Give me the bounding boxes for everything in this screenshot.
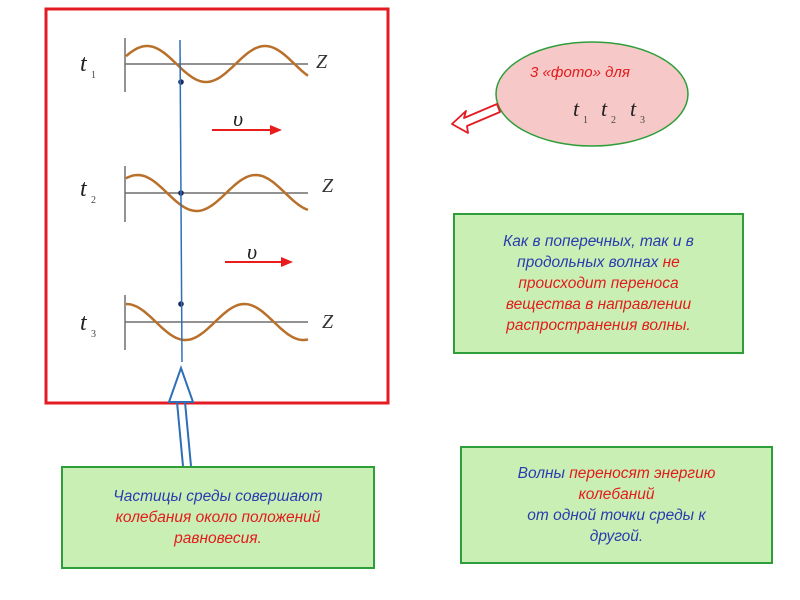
info-box-particles: Частицы среды совершают колебания около … xyxy=(61,466,375,569)
particles-line-2: колебания около положений xyxy=(115,509,321,526)
time-sub-t2: 2 xyxy=(91,195,96,206)
matter-line-2b: не xyxy=(662,254,680,271)
pointer-shaft-right xyxy=(184,401,192,467)
velocity-symbol-2: υ xyxy=(247,239,257,264)
axis-label-z-3: Z xyxy=(322,311,334,333)
equilibrium-vertical-line xyxy=(179,39,183,363)
pointer-shaft-left xyxy=(176,401,184,467)
photo-time-t3: t xyxy=(630,96,637,121)
axis-label-z-2: Z xyxy=(322,175,334,197)
energy-line-2: колебаний xyxy=(578,486,655,503)
velocity-arrow-2: υ xyxy=(225,239,293,267)
photo-time-sub-3: 3 xyxy=(640,115,645,126)
photo-time-t1: t xyxy=(573,96,580,121)
time-sub-t3: 3 xyxy=(91,329,96,340)
energy-line-1a: Волны xyxy=(517,465,570,482)
photo-time-sub-1: 1 xyxy=(583,115,588,126)
pointer-arrowhead xyxy=(167,364,195,403)
matter-line-2a: продольных волнах xyxy=(517,254,663,271)
velocity-symbol-1: υ xyxy=(233,106,243,131)
diagram-frame xyxy=(44,7,390,405)
info-box-energy: Волны переносят энергию колебаний от одн… xyxy=(460,446,773,564)
energy-line-1b: переносят энергию xyxy=(569,465,716,482)
particles-line-3: равновесия. xyxy=(174,530,262,547)
velocity-arrowhead-2 xyxy=(281,257,293,267)
wave-curve-1 xyxy=(125,44,309,84)
photo-time-t2: t xyxy=(601,96,608,121)
energy-line-4: другой. xyxy=(589,528,644,545)
energy-line-3: от одной точки среды к xyxy=(527,507,706,524)
matter-line-3: происходит переноса xyxy=(518,275,679,292)
axis-label-z-1: Z xyxy=(316,51,328,73)
matter-line-4: вещества в направлении xyxy=(505,296,692,313)
velocity-arrowhead-1 xyxy=(270,125,282,135)
energy-line-1: Волны переносят энергию xyxy=(518,463,716,484)
photo-bubble: 3 «фото» для t 1 t 2 t 3 xyxy=(495,41,689,147)
time-label-t2: t xyxy=(80,176,88,202)
photo-time-sub-2: 2 xyxy=(611,115,616,126)
matter-line-2: продольных волнах не xyxy=(503,252,694,273)
matter-line-5: распространения волны. xyxy=(506,317,691,334)
row-t3: t 3 Z xyxy=(80,295,334,350)
time-label-t3: t xyxy=(80,310,88,336)
particles-line-1: Частицы среды совершают xyxy=(113,488,323,505)
photo-bubble-title: 3 «фото» для xyxy=(530,64,630,81)
wave-curve-2 xyxy=(125,173,309,213)
pointer-arrow-up xyxy=(167,364,195,467)
row-t1: t 1 Z xyxy=(80,38,328,92)
matter-line-1: Как в поперечных, так и в xyxy=(503,233,694,250)
wave-curve-3 xyxy=(125,302,309,342)
row-t2: t 2 Z xyxy=(80,166,334,222)
velocity-arrow-1: υ xyxy=(212,106,282,135)
time-label-t1: t xyxy=(80,51,88,77)
time-sub-t1: 1 xyxy=(91,70,96,81)
photo-bubble-ellipse xyxy=(495,41,689,147)
info-box-matter: Как в поперечных, так и в продольных вол… xyxy=(453,213,744,354)
photo-pointer-arrow xyxy=(451,103,501,134)
